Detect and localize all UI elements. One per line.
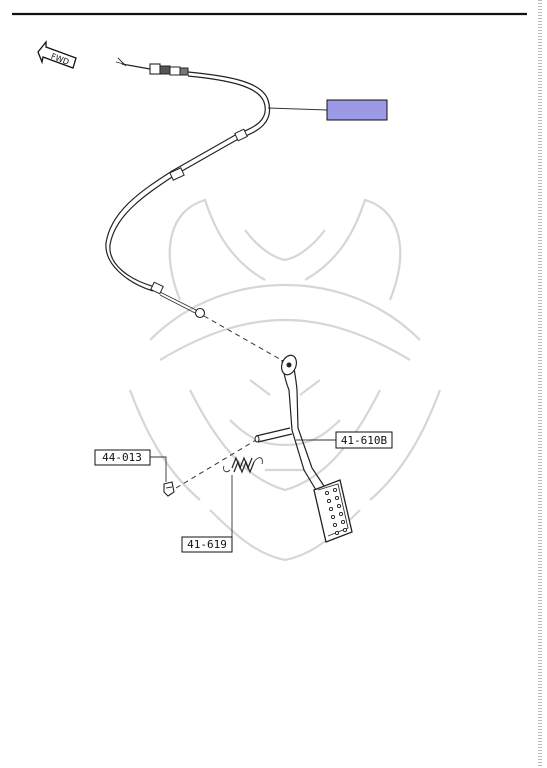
watermark-logo: [128, 198, 442, 562]
clip-callout-text: 44-013: [102, 451, 142, 464]
spring-callout-box: [181, 536, 233, 553]
accelerator-cable: [105, 57, 271, 319]
return-spring: [223, 456, 263, 474]
clip-leader-line: [150, 456, 167, 482]
fwd-label: FWD: [50, 52, 71, 67]
clip-callout-box: [94, 449, 151, 466]
cable-highlight-label: [326, 99, 388, 121]
spring-callout-text: 41-619: [187, 538, 227, 551]
cable-leader-line: [267, 107, 328, 111]
accelerator-pedal: [254, 354, 353, 543]
pedal-callout-box: [335, 431, 393, 449]
cable-to-pedal-guide: [203, 315, 286, 363]
clip-spring-guide: [175, 439, 257, 489]
pedal-callout-text: 41-610B: [341, 434, 388, 447]
retaining-clip: [163, 481, 175, 497]
fwd-arrow-icon: FWD: [37, 40, 77, 69]
